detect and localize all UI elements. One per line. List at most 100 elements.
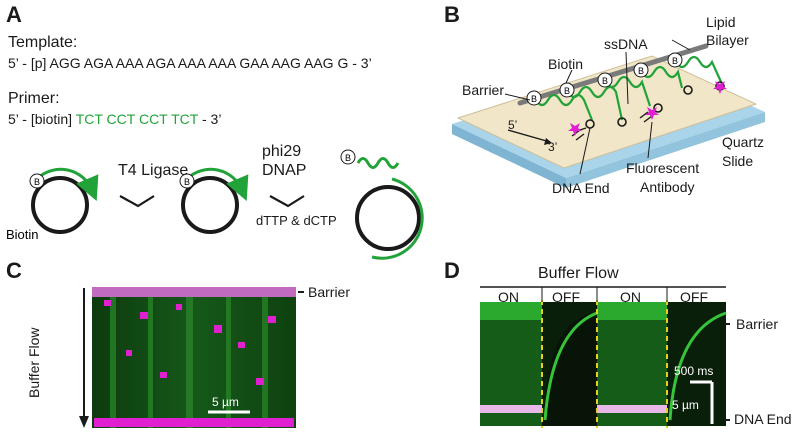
dna-end-label: DNA End (552, 180, 610, 196)
magenta-spot (176, 304, 182, 310)
biotin-symbol: B (638, 66, 644, 76)
barrier-label-d: Barrier (736, 316, 779, 332)
panel-c-letter: C (6, 258, 22, 283)
primer-sequence: TCT CCT CCT TCT (75, 111, 199, 127)
biotin-icon (633, 62, 649, 78)
relaxation-curve-1 (542, 312, 597, 426)
leader-line (565, 69, 573, 84)
primer-title: Primer: (8, 90, 60, 107)
dna-end-loop (617, 117, 627, 127)
fluorophore-star (645, 107, 659, 120)
state-label-1: ON (498, 289, 519, 305)
barrier-band (92, 287, 296, 297)
relaxation-edge-2 (668, 311, 727, 421)
barrier-label: Barrier (462, 82, 505, 98)
flowcell-diagram: B B B B B (452, 39, 765, 188)
biotin-icon (559, 82, 575, 98)
leader-line (625, 51, 629, 105)
biotin-symbol-2: B (184, 177, 190, 187)
primer-prefix: 5’ - [biotin] (8, 111, 76, 127)
lipid-label-1: Lipid (706, 14, 736, 30)
biotin-icon-2 (179, 173, 195, 189)
scale-label-c: 5 µm (212, 395, 239, 409)
panel-d-letter: D (444, 258, 460, 283)
biotin-label: Biotin (548, 56, 584, 72)
antibody-icon (639, 111, 653, 123)
buffer-flow-title-d: Buffer Flow (538, 265, 619, 282)
primer-sequence-line: 5’ - [biotin] TCT CCT CCT TCT - 3’ (8, 111, 221, 127)
direction-arrow (507, 129, 551, 143)
nucleotides-label: dTTP & dCTP (256, 213, 337, 228)
segment-off-2 (667, 302, 726, 426)
barrier-label-c: Barrier (308, 284, 351, 300)
magenta-spot (94, 418, 294, 427)
buffer-flow-label-c: Buffer Flow (26, 327, 42, 398)
dna-end-loop (683, 85, 693, 95)
dna-compacted-on-2 (597, 302, 667, 320)
dna-streak (148, 290, 153, 428)
dnap-label-2: DNAP (262, 162, 307, 179)
rolling-circle-product (371, 177, 424, 260)
magenta-spot (268, 316, 276, 323)
three-prime-label: 3’ (548, 140, 558, 154)
ssdna-strand (605, 75, 652, 107)
quartz-label-1: Quartz (722, 134, 765, 150)
magenta-spot (160, 372, 167, 378)
primer-arc-2 (186, 167, 249, 202)
ligase-label: T4 Ligase (118, 162, 189, 179)
biotin-symbol: B (34, 177, 40, 187)
quartz-slide-side (566, 112, 765, 188)
kymograph-d (480, 286, 730, 428)
dna-end-loop (653, 103, 663, 113)
dna-streak (226, 290, 231, 428)
biotin-label: Biotin (6, 227, 39, 242)
dna-end-band-1 (480, 405, 542, 413)
magenta-spot (126, 350, 132, 356)
template-circle-1 (31, 176, 89, 234)
primer-arc-1 (36, 167, 99, 202)
quartz-label-2: Slide (722, 153, 754, 169)
state-label-3: ON (620, 289, 641, 305)
reaction-arrow-2 (269, 195, 305, 208)
dna-end-band-2 (597, 405, 667, 413)
leader-line (579, 127, 591, 175)
panel-b-letter: B (444, 2, 460, 27)
direction-arrow-head (544, 138, 552, 145)
leader-line (671, 39, 691, 51)
dna-streak (262, 290, 268, 428)
template-circle-3 (355, 185, 421, 251)
magenta-spot (256, 378, 264, 385)
leader-line (647, 121, 653, 159)
fluorophore-star (713, 81, 727, 94)
length-scale-label: 5 µm (672, 398, 699, 412)
reaction-arrow-1 (119, 195, 155, 208)
fluorophore-star (568, 123, 582, 136)
template-sequence: 5’ - [p] AGG AGA AAA AGA AAA AAA GAA AAG… (8, 55, 372, 71)
primer-suffix: - 3’ (198, 111, 222, 127)
kymograph-c (79, 287, 304, 428)
flow-arrow-head (79, 416, 89, 428)
dna-streak (110, 290, 116, 428)
circularization-diagram: B Biotin B B (6, 149, 424, 260)
five-prime-label: 5’ (508, 118, 518, 132)
ssdna-tail (356, 157, 400, 169)
magenta-spot (140, 312, 148, 319)
ssdna-strand (641, 65, 684, 89)
biotin-icon (526, 90, 542, 106)
magenta-spot (214, 325, 222, 333)
fluorescent-label-1: Fluorescent (626, 160, 700, 176)
biotin-icon (29, 173, 45, 189)
relaxation-edge-1 (543, 311, 598, 421)
time-scale-label: 500 ms (674, 364, 714, 378)
biotin-symbol: B (602, 76, 608, 86)
magenta-spot (238, 342, 245, 348)
leader-line (504, 93, 531, 101)
ssdna-label: ssDNA (604, 36, 648, 52)
template-title: Template: (8, 34, 78, 51)
quartz-slide-edge (452, 124, 566, 188)
biotin-symbol: B (672, 56, 678, 66)
state-label-4: OFF (680, 289, 708, 305)
dna-compacted-on-1 (480, 302, 542, 320)
ssdna-strand (567, 85, 624, 121)
biotin-icon-3 (340, 149, 356, 165)
